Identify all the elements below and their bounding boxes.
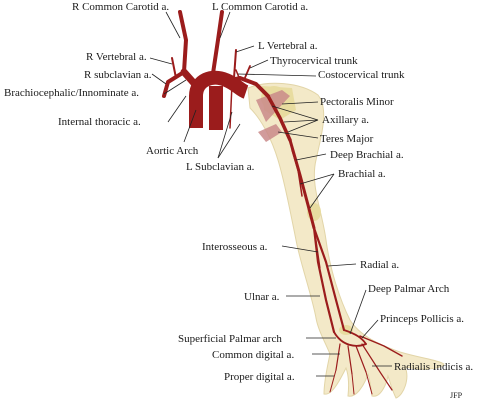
label-pectoralis-minor: Pectoralis Minor [320,96,394,108]
teres-major-muscle [258,124,282,142]
leader-brachiocephalic [163,79,187,95]
label-teres-major: Teres Major [320,133,374,145]
deep-palmar-arch-vessel [343,329,367,345]
leader-r-subclavian [151,73,167,85]
leader-radial [327,263,357,267]
proper-digital-vessels [329,369,373,395]
princeps-pollicis-vessel [359,335,403,357]
superficial-palmar-arch-vessel [333,331,367,347]
leader-r-vertebral [149,57,173,65]
common-digital-vessels [335,343,367,375]
radialis-indicis-vessel [361,343,393,391]
costocervical-vessel [235,69,241,81]
leader-internal-thoracic [167,95,187,123]
credit-mark: JFP [450,391,463,400]
label-l-vertebral: L Vertebral a. [258,40,318,52]
label-superficial-palmar-arch: Superficial Palmar arch [178,333,282,345]
ulnar-vessel [312,226,336,334]
label-deep-brachial: Deep Brachial a. [330,149,404,161]
label-proper-digital: Proper digital a. [224,371,295,383]
deep-brachial-vessel [291,149,303,197]
leader-l-subclavian-1 [217,111,233,159]
leader-l-vertebral [235,45,255,53]
thyrocervical-vessel [243,65,251,81]
label-internal-thoracic: Internal thoracic a. [58,116,141,128]
leader-teres-major [277,131,319,139]
label-ulnar: Ulnar a. [244,291,280,303]
label-deep-palmar-arch: Deep Palmar Arch [368,283,450,295]
brachiocephalic-vessel [180,68,204,94]
label-l-common-carotid: L Common Carotid a. [212,1,308,13]
leader-pectoralis-minor [281,101,319,105]
label-aortic-arch: Aortic Arch [146,145,199,157]
label-interosseous: Interosseous a. [202,241,268,253]
leader-brachial-1 [299,173,335,185]
r-subclavian-vessel [162,70,186,98]
label-brachial: Brachial a. [338,168,386,180]
l-common-carotid-vessel [210,10,224,82]
leader-r-common-carotid [165,11,181,39]
leader-axillary-1 [271,105,319,121]
leader-l-subclavian-2 [217,123,241,159]
label-thyrocervical: Thyrocervical trunk [270,55,358,67]
leader-axillary-3 [287,119,319,133]
radial-vessel [312,226,346,332]
label-brachiocephalic: Brachiocephalic/Innominate a. [4,87,139,99]
leader-brachial-2 [309,173,335,209]
l-subclavian-vessel [222,76,270,98]
label-r-subclavian: R subclavian a. [84,69,152,81]
label-costocervical: Costocervical trunk [318,69,405,81]
leader-interosseous [281,245,319,253]
leader-costocervical [237,73,317,77]
leader-princeps-pollicis [361,319,379,339]
label-r-common-carotid: R Common Carotid a. [72,1,169,13]
label-radialis-indicis: Radialis Indicis a. [394,361,473,373]
label-l-subclavian: L Subclavian a. [186,161,255,173]
leader-thyrocervical [249,59,269,69]
r-common-carotid-vessel [178,10,188,74]
internal-thoracic-vessel [229,83,233,129]
leader-axillary-2 [283,119,319,123]
l-vertebral-vessel [233,49,237,79]
label-radial: Radial a. [360,259,399,271]
axillary-vessel [266,94,292,142]
label-common-digital: Common digital a. [212,349,294,361]
label-axillary: Axillary a. [322,114,369,126]
leader-aortic-arch [183,109,197,143]
leader-l-common-carotid [219,11,231,39]
leader-deep-palmar-arch [349,289,367,335]
label-r-vertebral: R Vertebral a. [86,51,147,63]
r-vertebral-vessel [171,57,177,79]
leader-deep-brachial [295,153,327,161]
interosseous-vessel [315,239,321,269]
label-princeps-pollicis: Princeps Pollicis a. [380,313,464,325]
